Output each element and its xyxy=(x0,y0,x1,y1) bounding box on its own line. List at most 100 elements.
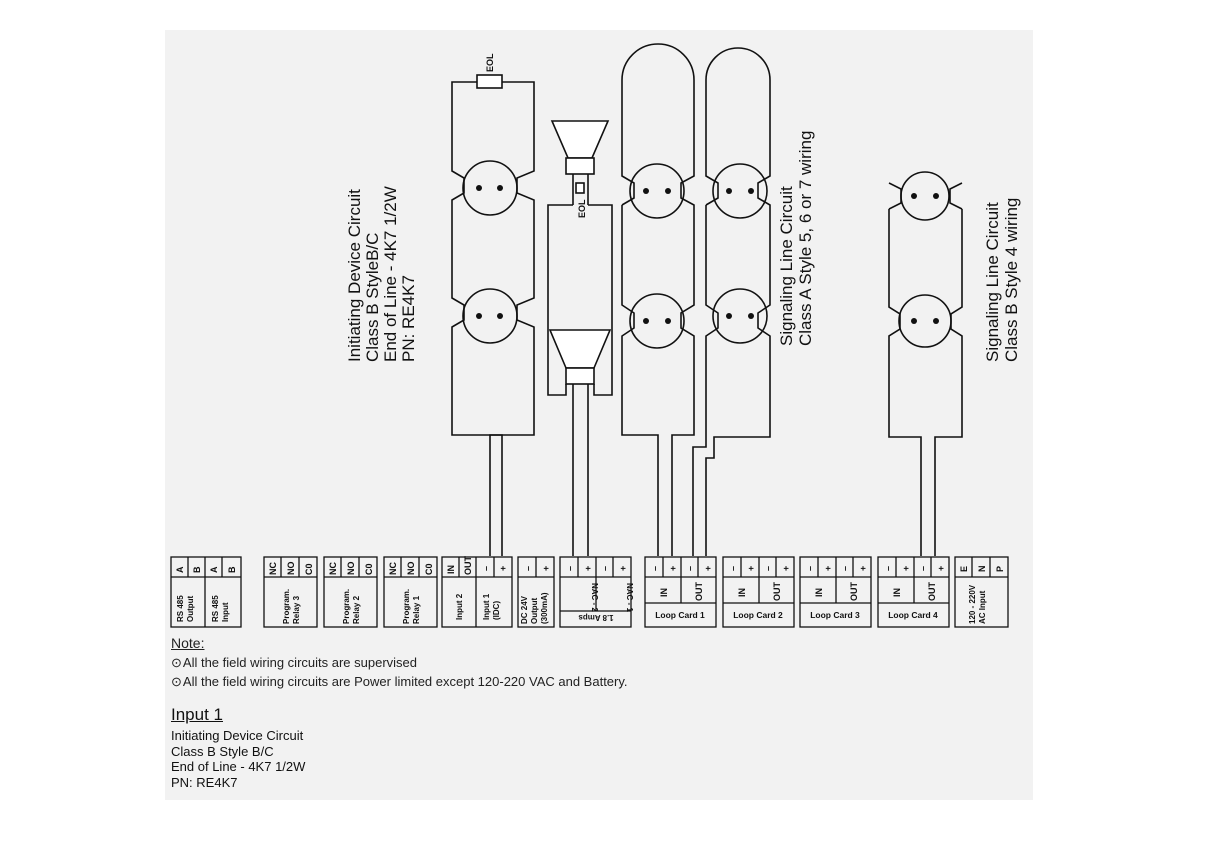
pin-label: C0 xyxy=(304,563,314,575)
pin-label: + xyxy=(498,566,508,571)
pin-label: NC xyxy=(328,562,338,575)
horn-icon xyxy=(548,329,612,369)
pin-label: + xyxy=(746,566,756,571)
pin-label: P xyxy=(995,566,1005,572)
pin-label: OUT xyxy=(463,556,473,576)
pin-label: + xyxy=(703,566,713,571)
svg-text:120 - 220V: 120 - 220V xyxy=(968,584,977,624)
pin-label: + xyxy=(901,566,911,571)
pin-label: – xyxy=(565,566,575,571)
slc-class-b-circuit xyxy=(888,171,963,556)
detector-icon xyxy=(629,163,685,219)
notes: Note: All the field wiring circuits are … xyxy=(171,634,628,691)
pin-label: + xyxy=(668,566,678,571)
pin-label: + xyxy=(781,566,791,571)
pin-label: B xyxy=(192,566,202,573)
pin-label: C0 xyxy=(364,563,374,575)
pin-label: E xyxy=(959,566,969,572)
input1-line: PN: RE4K7 xyxy=(171,774,238,790)
detector-icon xyxy=(462,288,518,344)
pin-label: NO xyxy=(286,562,296,576)
nac-rating: 1.8 Amps xyxy=(578,613,614,622)
pin-label: B xyxy=(227,566,237,573)
svg-text:Program.: Program. xyxy=(402,589,411,624)
pin-label: – xyxy=(728,566,738,571)
pin-label: – xyxy=(883,566,893,571)
pin-label: NO xyxy=(346,562,356,576)
slc-a-label: Signaling Line Circuit Class A Style 5, … xyxy=(777,131,815,346)
input1-heading: Input 1 xyxy=(171,705,223,724)
loop-out-label: OUT xyxy=(927,582,937,602)
svg-text:RS 485: RS 485 xyxy=(211,595,220,622)
pin-label: – xyxy=(840,566,850,571)
svg-text:DC 24V: DC 24V xyxy=(520,595,529,624)
svg-text:Input 2: Input 2 xyxy=(455,593,464,620)
pin-label: IN xyxy=(446,565,456,574)
svg-text:Output: Output xyxy=(530,597,539,624)
svg-text:(300mA): (300mA) xyxy=(540,592,549,624)
loop-out-label: OUT xyxy=(772,582,782,602)
loop-card-1-label: Loop Card 1 xyxy=(655,610,705,620)
idc-label: Initiating Device Circuit Class B StyleB… xyxy=(345,186,418,362)
svg-text:NAC - 1: NAC - 1 xyxy=(625,583,634,612)
svg-text:Class B Style 4 wiring: Class B Style 4 wiring xyxy=(1002,198,1021,362)
svg-text:Relay 1: Relay 1 xyxy=(412,595,421,624)
loop-in-label: IN xyxy=(659,588,669,597)
pin-label: NO xyxy=(406,562,416,576)
svg-text:Input 1: Input 1 xyxy=(482,593,491,620)
svg-text:Program.: Program. xyxy=(342,589,351,624)
input1-legend: Input 1 Initiating Device Circuit Class … xyxy=(171,704,305,790)
pin-label: C0 xyxy=(424,563,434,575)
nac-circuit xyxy=(547,120,613,556)
svg-text:NAC - 2: NAC - 2 xyxy=(590,583,599,612)
input1-line: Initiating Device Circuit xyxy=(171,728,304,743)
svg-text:Relay 3: Relay 3 xyxy=(292,595,301,624)
detector-icon xyxy=(462,160,518,216)
svg-text:Class B StyleB/C: Class B StyleB/C xyxy=(363,233,382,362)
loop-in-label: IN xyxy=(814,588,824,597)
pin-label: – xyxy=(523,566,533,571)
loop-card-4-label: Loop Card 4 xyxy=(888,610,938,620)
terminal-strip xyxy=(170,556,1009,628)
loop-out-label: OUT xyxy=(694,582,704,602)
svg-text:Initiating Device Circuit: Initiating Device Circuit xyxy=(345,189,364,362)
svg-text:AC Input: AC Input xyxy=(978,590,987,624)
detector-icon xyxy=(900,171,950,221)
svg-text:(IDC): (IDC) xyxy=(492,601,501,620)
slc-b-label: Signaling Line Circuit Class B Style 4 w… xyxy=(983,198,1021,362)
pin-label: + xyxy=(541,566,551,571)
note-item: All the field wiring circuits are superv… xyxy=(171,653,628,672)
svg-text:Program.: Program. xyxy=(282,589,291,624)
pin-label: + xyxy=(823,566,833,571)
notes-heading: Note: xyxy=(171,635,205,651)
pin-label: – xyxy=(600,566,610,571)
eol-nac-label: EOL xyxy=(577,199,587,218)
detector-icon xyxy=(712,163,768,219)
svg-text:PN: RE4K7: PN: RE4K7 xyxy=(399,275,418,362)
pin-label: + xyxy=(936,566,946,571)
pin-label: – xyxy=(481,566,491,571)
loop-card-2-label: Loop Card 2 xyxy=(733,610,783,620)
slc-class-a-circuit xyxy=(621,43,771,556)
svg-text:Signaling Line Circuit: Signaling Line Circuit xyxy=(777,186,796,346)
svg-text:Output: Output xyxy=(186,595,195,622)
loop-card-3-label: Loop Card 3 xyxy=(810,610,860,620)
pin-label: N xyxy=(977,566,987,573)
idc-circuit xyxy=(451,74,535,556)
input1-line: Class B Style B/C xyxy=(171,743,274,759)
svg-text:RS 485: RS 485 xyxy=(176,595,185,622)
pin-label: – xyxy=(650,566,660,571)
eol-label: EOL xyxy=(485,53,495,72)
svg-text:End of Line - 4K7 1/2W: End of Line - 4K7 1/2W xyxy=(381,186,400,362)
input1-line: End of Line - 4K7 1/2W xyxy=(171,759,306,774)
horn-icon xyxy=(550,120,610,159)
pin-label: NC xyxy=(388,562,398,575)
pin-label: – xyxy=(918,566,928,571)
eol-resistor-icon xyxy=(476,74,503,89)
pin-label: + xyxy=(583,566,593,571)
pin-label: – xyxy=(685,566,695,571)
pin-label: + xyxy=(858,566,868,571)
svg-text:Relay 2: Relay 2 xyxy=(352,595,361,624)
loop-in-label: IN xyxy=(892,588,902,597)
